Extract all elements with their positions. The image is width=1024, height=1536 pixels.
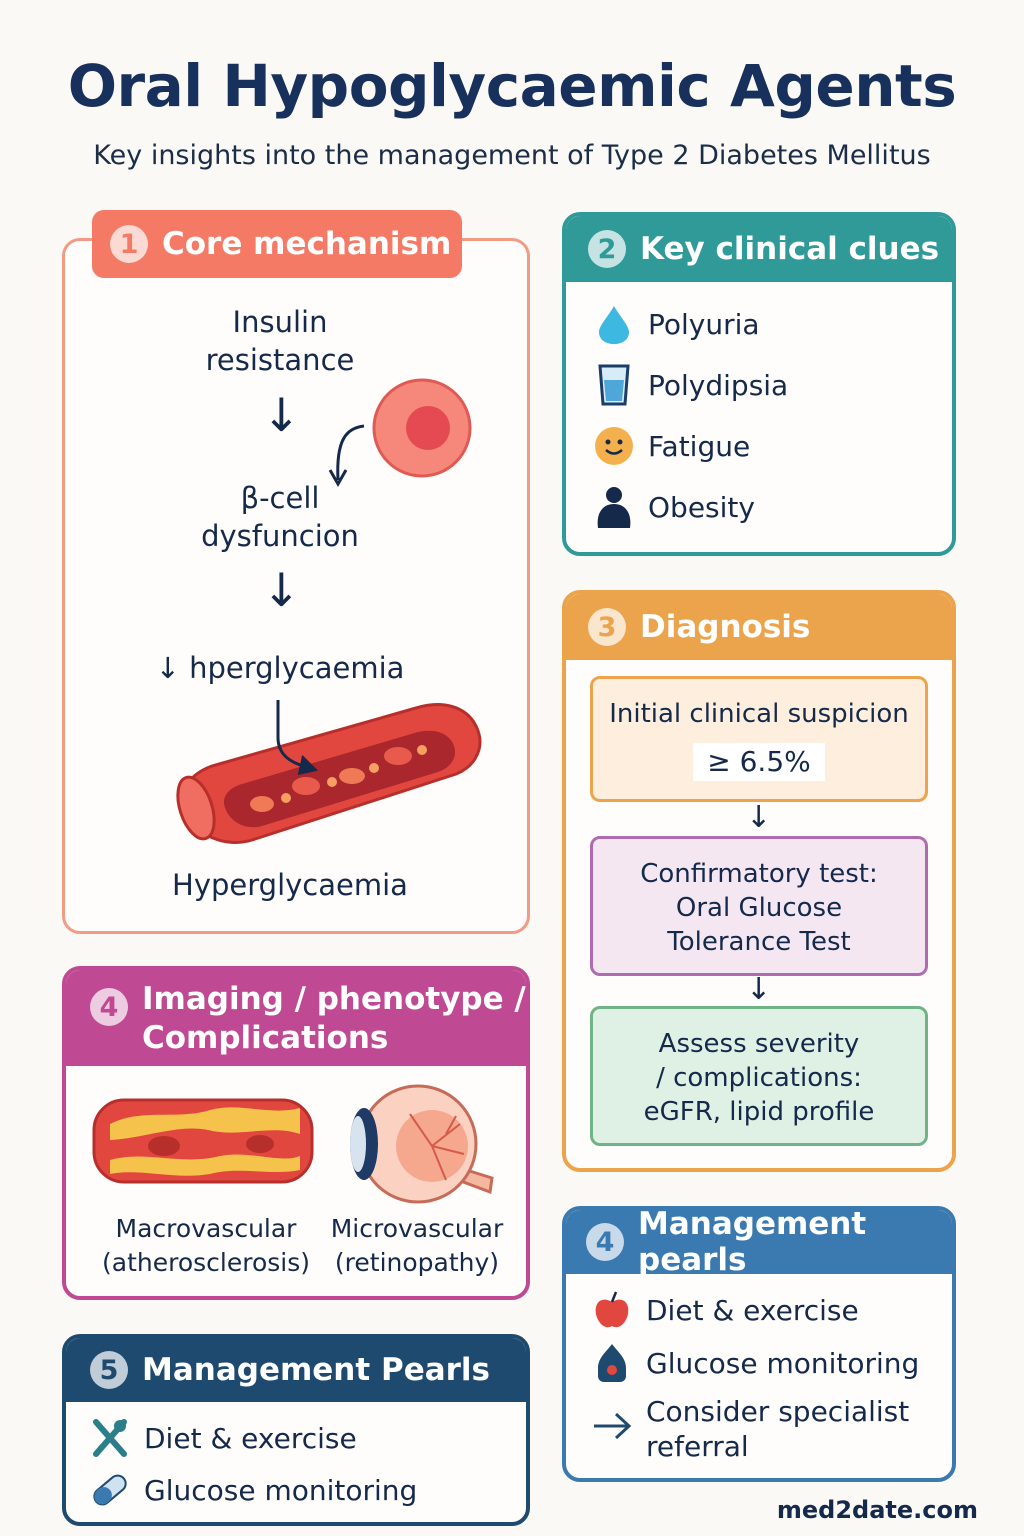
list-item: Polydipsia bbox=[594, 364, 788, 406]
list-item: Fatigue bbox=[594, 426, 750, 466]
mechanism-result: Hyperglycaemia bbox=[172, 868, 408, 902]
section-title: Management Pearls bbox=[142, 1352, 491, 1388]
panel-header-clinical-clues: 2 Key clinical clues bbox=[566, 216, 952, 282]
smiley-face-icon bbox=[594, 426, 634, 466]
apple-icon bbox=[592, 1290, 632, 1330]
list-item: Diet & exercise bbox=[90, 1418, 357, 1458]
list-item: Consider specialist referral bbox=[592, 1394, 909, 1464]
complication-label-macrovascular: Macrovascular (atherosclerosis) bbox=[102, 1214, 310, 1277]
section-number: 3 bbox=[588, 608, 626, 646]
section-number: 4 bbox=[586, 1223, 624, 1261]
section-number: 2 bbox=[588, 230, 626, 268]
panel-header-management-pearls-left: 5 Management Pearls bbox=[66, 1338, 526, 1402]
section-number: 1 bbox=[110, 225, 148, 263]
diagnosis-step-suspicion: Initial clinical suspicion ≥ 6.5% bbox=[590, 676, 928, 802]
mechanism-step-hyperglycaemia: ↓ hperglycaemia bbox=[155, 651, 405, 685]
diagnosis-step-severity: Assess severity / complications: eGFR, l… bbox=[590, 1006, 928, 1146]
footer-brand: med2date.com bbox=[776, 1496, 978, 1524]
atherosclerosis-vessel-icon bbox=[92, 1098, 314, 1184]
body-silhouette-icon bbox=[594, 487, 634, 528]
panel-management-pearls-right: 4 Management pearls bbox=[562, 1206, 956, 1482]
panel-header-management-pearls-right: 4 Management pearls bbox=[566, 1210, 952, 1278]
list-item: Polyuria bbox=[594, 304, 760, 344]
panel-header-complications: 4 Imaging / phenotype / Complications bbox=[66, 970, 526, 1066]
glucose-meter-icon bbox=[592, 1343, 632, 1383]
mechanism-step-beta-cell: β-cell dysfuncion bbox=[201, 481, 359, 553]
list-item: Obesity bbox=[594, 487, 755, 528]
mechanism-step-insulin-resistance: Insulin resistance bbox=[205, 305, 355, 377]
down-arrow-icon: ↓ bbox=[262, 563, 301, 617]
pill-icon bbox=[90, 1470, 130, 1510]
arrow-right-icon bbox=[592, 1406, 632, 1446]
beta-cell-icon bbox=[372, 378, 472, 478]
complication-label-microvascular: Microvascular (retinopathy) bbox=[330, 1214, 504, 1277]
down-arrow-icon: ↓ bbox=[262, 388, 301, 442]
panel-header-core-mechanism: 1 Core mechanism bbox=[92, 210, 462, 278]
hba1c-threshold: ≥ 6.5% bbox=[693, 743, 825, 781]
section-title: Key clinical clues bbox=[640, 231, 940, 267]
page-title: Oral Hypoglycaemic Agents bbox=[67, 52, 957, 120]
curved-arrow-icon bbox=[328, 424, 365, 488]
eye-retinopathy-icon bbox=[350, 1084, 494, 1204]
panel-header-diagnosis: 3 Diagnosis bbox=[566, 594, 952, 660]
page-subtitle: Key insights into the management of Type… bbox=[93, 140, 931, 171]
list-item: Glucose monitoring bbox=[90, 1470, 417, 1510]
section-number: 5 bbox=[90, 1351, 128, 1389]
diagnosis-step-confirmatory: Confirmatory test: Oral Glucose Toleranc… bbox=[590, 836, 928, 976]
section-title: Core mechanism bbox=[162, 226, 452, 262]
list-item: Glucose monitoring bbox=[592, 1343, 919, 1383]
list-item: Diet & exercise bbox=[592, 1290, 859, 1330]
panel-management-pearls-left: 5 Management Pearls bbox=[62, 1334, 530, 1526]
down-arrow-icon: ↓ bbox=[746, 800, 772, 835]
glass-icon bbox=[594, 364, 634, 406]
down-arrow-icon: ↓ bbox=[746, 972, 772, 1007]
section-number: 4 bbox=[90, 988, 128, 1026]
section-title: Imaging / phenotype / Complications bbox=[142, 981, 526, 1056]
section-title: Diagnosis bbox=[640, 609, 811, 645]
blood-vessel-icon bbox=[176, 700, 482, 844]
water-drop-icon bbox=[594, 304, 634, 344]
fork-knife-icon bbox=[90, 1418, 130, 1458]
section-title: Management pearls bbox=[638, 1206, 867, 1278]
